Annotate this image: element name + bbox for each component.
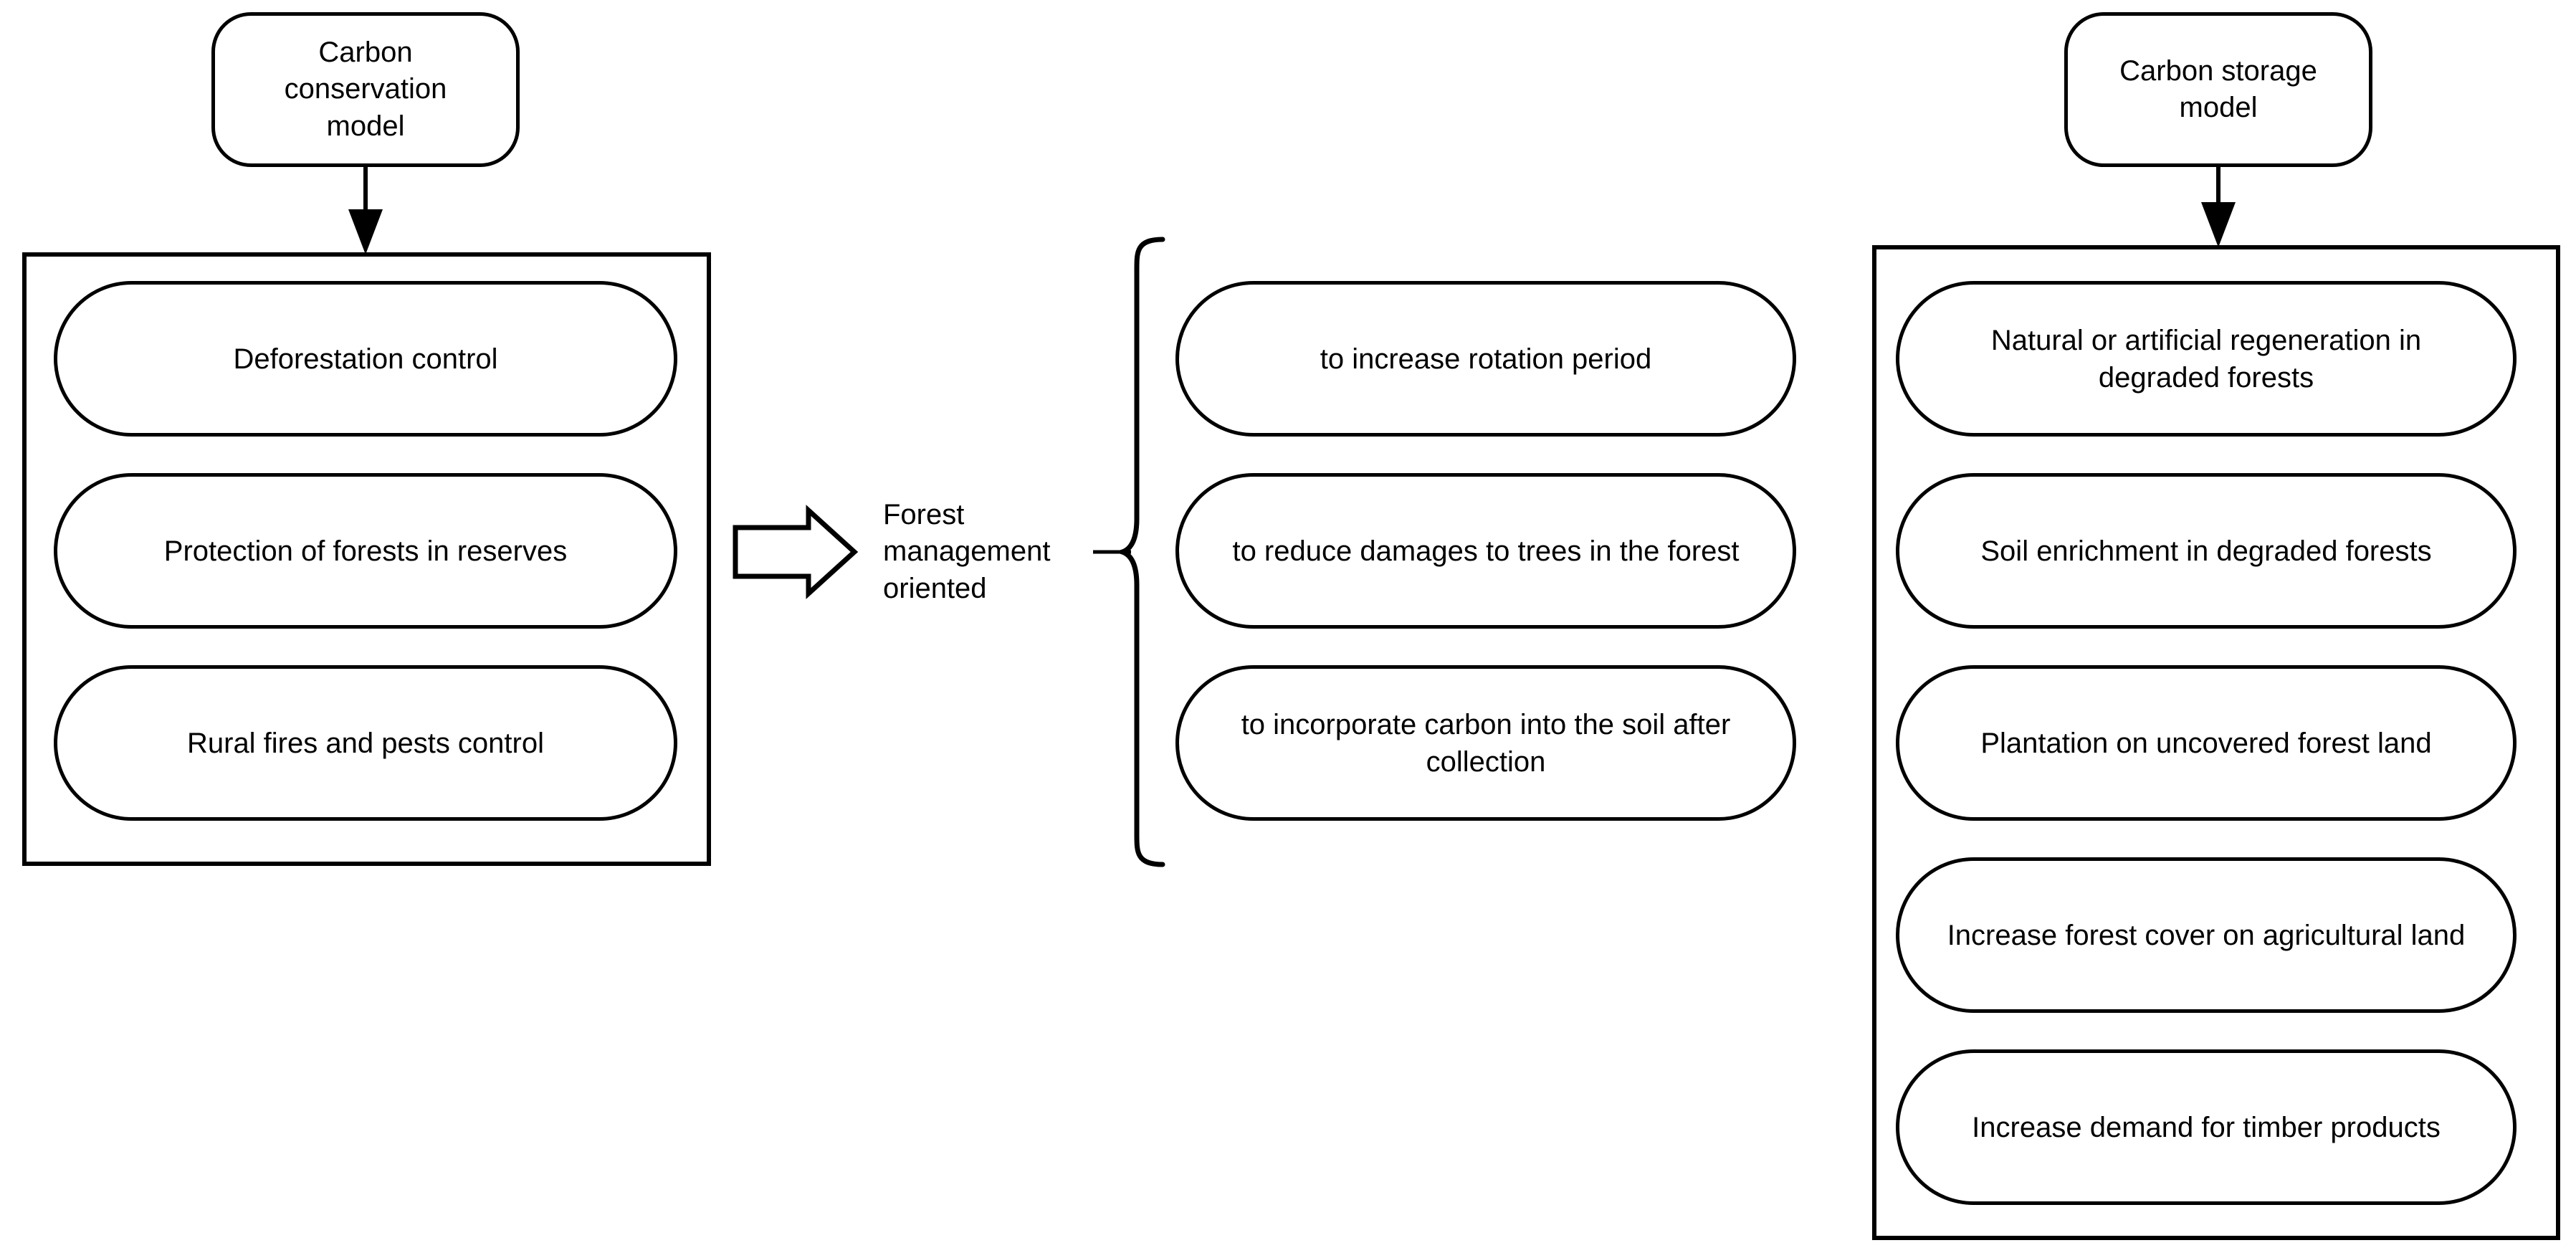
pill-increase-demand-for-timber-products[interactable]: Increase demand for timber products (1896, 1049, 2517, 1205)
pill-plantation-on-uncovered-forest-land[interactable]: Plantation on uncovered forest land (1896, 665, 2517, 821)
pill-deforestation-control[interactable]: Deforestation control (54, 281, 677, 437)
pill-protection-of-forests-in-reserves[interactable]: Protection of forests in reserves (54, 473, 677, 629)
node-label-line3: model (326, 110, 405, 142)
pill-label: Increase demand for timber products (1972, 1111, 2441, 1143)
pill-label: Protection of forests in reserves (163, 535, 568, 567)
label-line2: management (883, 535, 1051, 568)
curly-brace (1114, 237, 1165, 867)
pill-label: to increase rotation period (1320, 343, 1652, 375)
pill-label: Plantation on uncovered forest land (1980, 727, 2432, 759)
node-carbon-conservation-model[interactable]: Carbon conservation model (211, 12, 520, 167)
pill-label: Soil enrichment in degraded forests (1980, 535, 2432, 567)
pill-label: Natural or artificial regeneration in de… (1990, 324, 2422, 394)
pill-to-increase-rotation-period[interactable]: to increase rotation period (1175, 281, 1796, 437)
node-carbon-storage-model[interactable]: Carbon storage model (2064, 12, 2372, 167)
pill-soil-enrichment-in-degraded-forests[interactable]: Soil enrichment in degraded forests (1896, 473, 2517, 629)
pill-to-reduce-damages-to-trees[interactable]: to reduce damages to trees in the forest (1175, 473, 1796, 629)
node-label-line1: Carbon (318, 37, 413, 69)
block-arrow-icon (733, 505, 859, 599)
node-label-line2: conservation (284, 73, 447, 105)
label-forest-management-oriented: Forest management oriented (883, 480, 1098, 624)
pill-label: to incorporate carbon into the soil afte… (1241, 708, 1731, 778)
node-label-line2: model (2179, 92, 2258, 123)
label-line3: oriented (883, 572, 987, 604)
label-line1: Forest (883, 499, 965, 531)
pill-natural-or-artificial-regeneration[interactable]: Natural or artificial regeneration in de… (1896, 281, 2517, 437)
pill-label: Increase forest cover on agricultural la… (1947, 919, 2466, 951)
arrow-storage-to-group (2201, 167, 2236, 247)
pill-to-incorporate-carbon-into-soil[interactable]: to incorporate carbon into the soil afte… (1175, 665, 1796, 821)
node-label: Carbon conservation model (285, 34, 447, 145)
pill-increase-forest-cover-on-agricultural-land[interactable]: Increase forest cover on agricultural la… (1896, 857, 2517, 1013)
arrow-conservation-to-group (348, 167, 383, 254)
pill-rural-fires-and-pests-control[interactable]: Rural fires and pests control (54, 665, 677, 821)
pill-label: Rural fires and pests control (186, 727, 544, 759)
pill-label: Deforestation control (233, 343, 498, 375)
node-label: Carbon storage model (2119, 53, 2317, 126)
pill-label: to reduce damages to trees in the forest (1232, 535, 1740, 567)
node-label-line1: Carbon storage (2119, 54, 2317, 87)
label-text: Forest management oriented (883, 497, 1050, 607)
